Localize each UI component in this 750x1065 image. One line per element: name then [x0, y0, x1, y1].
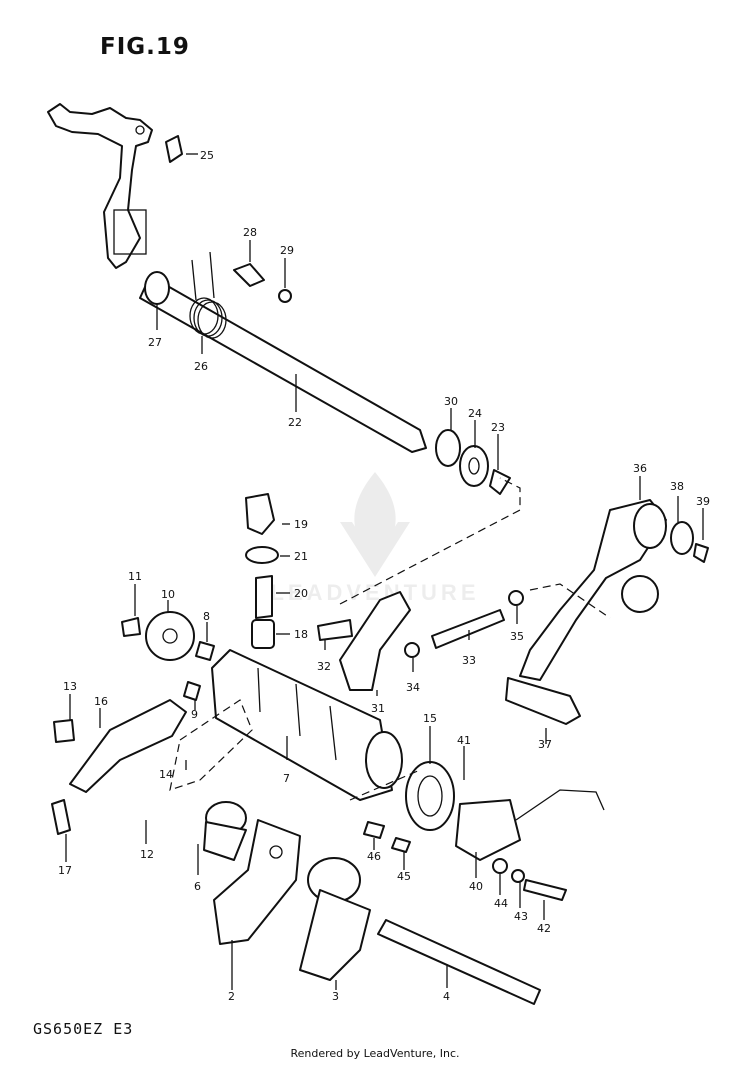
flame-icon	[340, 472, 410, 577]
bolt-42	[523, 879, 567, 901]
washer-29	[278, 289, 292, 303]
callouts: 25 28 29 27 26 22 30 24 23 36 38 39 19 2…	[58, 149, 710, 1003]
callout-43: 43	[514, 910, 528, 923]
callout-20: 20	[294, 587, 308, 600]
callout-22: 22	[288, 416, 302, 429]
callout-15: 15	[423, 712, 437, 725]
callout-46: 46	[367, 850, 381, 863]
callout-11: 11	[128, 570, 142, 583]
callout-10: 10	[161, 588, 175, 601]
shaft-33	[431, 609, 505, 649]
callout-35: 35	[510, 630, 524, 643]
shift-fork-6	[203, 801, 247, 861]
washer-43	[511, 869, 525, 883]
callout-23: 23	[491, 421, 505, 434]
gearshift-arm	[47, 103, 153, 269]
callout-39: 39	[696, 495, 710, 508]
callout-18: 18	[294, 628, 308, 641]
callout-24: 24	[468, 407, 482, 420]
callout-25: 25	[200, 149, 214, 162]
shaft-seal-group	[435, 429, 511, 495]
callout-40: 40	[469, 880, 483, 893]
callout-29: 29	[280, 244, 294, 257]
callout-42: 42	[537, 922, 551, 935]
callout-41: 41	[457, 734, 471, 747]
washer-44	[492, 858, 508, 874]
spring-26	[189, 251, 227, 339]
callout-3: 3	[332, 990, 339, 1003]
callout-12: 12	[140, 848, 154, 861]
spring-17	[51, 799, 71, 835]
cam-stopper-arm	[53, 699, 187, 793]
callout-38: 38	[670, 480, 684, 493]
bolt-28	[233, 263, 265, 287]
cam-stopper-plate	[145, 611, 195, 661]
spring-46	[363, 821, 385, 839]
callout-4: 4	[443, 990, 450, 1003]
shift-arm-31	[317, 591, 420, 691]
callout-13: 13	[63, 680, 77, 693]
callout-8: 8	[203, 610, 210, 623]
callout-14: 14	[159, 768, 173, 781]
callout-30: 30	[444, 395, 458, 408]
clip-25	[165, 135, 183, 163]
callout-36: 36	[633, 462, 647, 475]
callout-6: 6	[194, 880, 201, 893]
callout-21: 21	[294, 550, 308, 563]
pin-45	[391, 837, 411, 853]
callout-19: 19	[294, 518, 308, 531]
shift-fork-3	[299, 857, 371, 981]
gear-change-lever	[505, 499, 709, 725]
callout-31: 31	[371, 702, 385, 715]
callout-45: 45	[397, 870, 411, 883]
bolt-11	[121, 617, 141, 637]
washer-35	[508, 590, 524, 606]
callout-27: 27	[148, 336, 162, 349]
shift-fork-2	[213, 819, 301, 945]
shift-drum	[211, 649, 403, 801]
callout-37: 37	[538, 738, 552, 751]
callout-9: 9	[191, 708, 198, 721]
dust-cover-group	[245, 493, 279, 649]
pin-8	[195, 641, 215, 661]
assembly-line-upper	[339, 477, 521, 605]
pin-9	[183, 681, 201, 701]
watermark-logo: LEADVENTURE	[230, 462, 520, 612]
callout-26: 26	[194, 360, 208, 373]
fork-shaft-4	[377, 919, 541, 1005]
callout-2: 2	[228, 990, 235, 1003]
leader-lines	[65, 153, 704, 990]
model-code: GS650EZ E3	[33, 1020, 134, 1038]
callout-44: 44	[494, 897, 508, 910]
footer-credit: Rendered by LeadVenture, Inc.	[290, 1047, 460, 1060]
shift-cam-group	[405, 761, 605, 861]
figure-title: FIG.19	[100, 34, 190, 60]
watermark-text: LEADVENTURE	[270, 580, 480, 605]
callout-28: 28	[243, 226, 257, 239]
assembly-line-lever	[529, 583, 611, 619]
shaft-22	[139, 271, 427, 453]
callout-34: 34	[406, 681, 420, 694]
callout-16: 16	[94, 695, 108, 708]
callout-32: 32	[317, 660, 331, 673]
callout-17: 17	[58, 864, 72, 877]
callout-7: 7	[283, 772, 290, 785]
callout-33: 33	[462, 654, 476, 667]
